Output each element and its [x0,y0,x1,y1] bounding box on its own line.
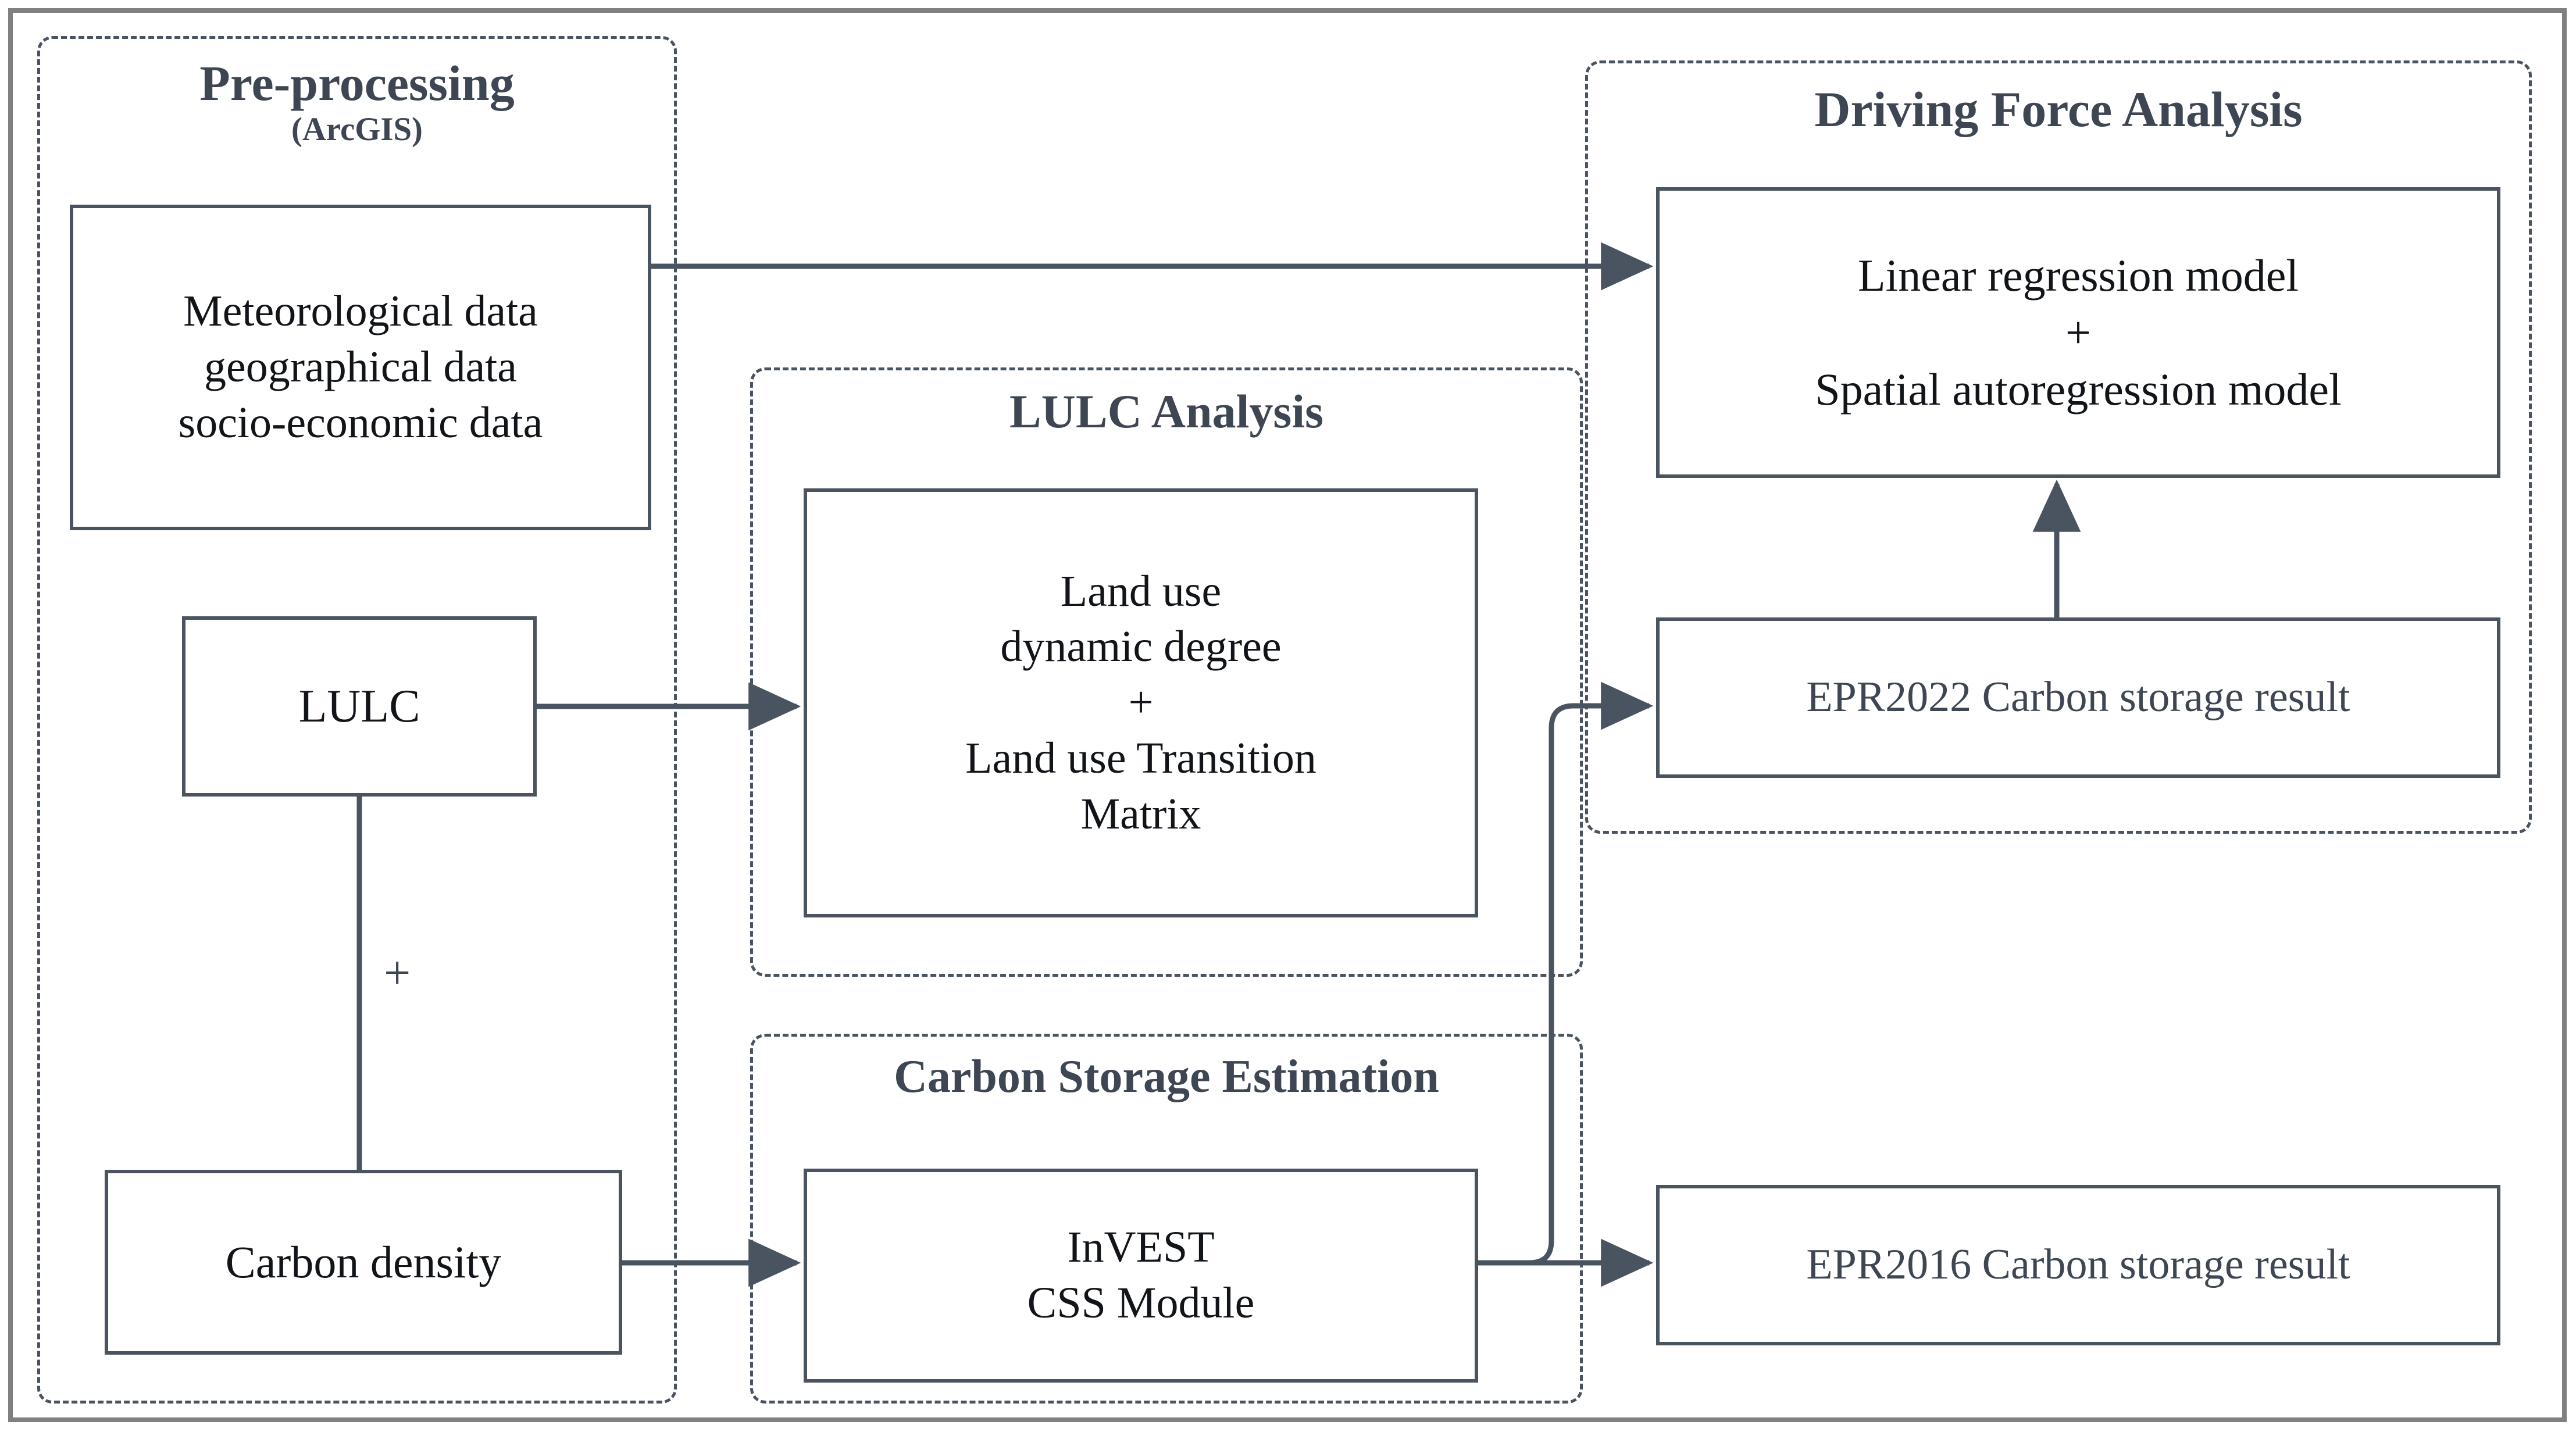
driving-models-line-1: Linear regression model [1857,249,2299,301]
lulc-methods-line-1: Land use [1060,566,1222,616]
group-title-preprocessing: Pre-processing (ArcGIS) [37,55,677,148]
node-carbon-density[interactable]: Carbon density [105,1170,622,1355]
epr2016-label: EPR2016 Carbon storage result [1806,1241,2350,1289]
driving-models-line-3: Spatial autoregression model [1815,364,2342,415]
operator-plus-lulc-carbon-density: + [384,946,411,999]
preprocessing-title-sub: (ArcGIS) [291,111,423,148]
node-lulc[interactable]: LULC [182,616,537,797]
node-lulc-methods[interactable]: Land use dynamic degree + Land use Trans… [804,488,1478,917]
epr2022-label: EPR2022 Carbon storage result [1806,673,2350,722]
node-driving-models[interactable]: Linear regression model + Spatial autore… [1656,187,2500,478]
group-preprocessing [37,36,677,1404]
lulc-label: LULC [298,680,420,732]
group-title-driving-force-analysis: Driving Force Analysis [1585,81,2532,137]
invest-module-line-1: InVEST [1067,1223,1215,1272]
group-lulc-analysis [750,367,1583,977]
node-epr2016-result[interactable]: EPR2016 Carbon storage result [1656,1185,2500,1345]
carbon-density-label: Carbon density [225,1236,502,1287]
node-epr2022-result[interactable]: EPR2022 Carbon storage result [1656,617,2500,778]
input-data-line-2: geographical data [204,342,518,392]
lulc-methods-line-2: dynamic degree [1000,622,1282,672]
carbon-storage-title-main: Carbon Storage Estimation [894,1051,1439,1102]
node-invest-module[interactable]: InVEST CSS Module [804,1169,1478,1383]
lulc-methods-line-4: Land use Transition [965,733,1316,783]
lulc-methods-line-3: + [1128,678,1154,727]
group-title-carbon-storage-estimation: Carbon Storage Estimation [750,1051,1583,1104]
preprocessing-title-main: Pre-processing [199,55,515,111]
group-driving-force-analysis [1585,60,2532,834]
driving-force-title-main: Driving Force Analysis [1814,81,2303,137]
outer-frame [8,8,2567,1422]
lulc-methods-line-5: Matrix [1080,789,1201,838]
driving-models-line-2: + [2065,306,2091,358]
node-input-data[interactable]: Meteorological data geographical data so… [70,205,651,530]
input-data-line-1: Meteorological data [183,287,538,336]
group-title-lulc-analysis: LULC Analysis [750,385,1583,438]
input-data-line-3: socio-economic data [178,398,543,447]
invest-module-line-2: CSS Module [1027,1279,1255,1327]
lulc-analysis-title-main: LULC Analysis [1009,385,1323,438]
